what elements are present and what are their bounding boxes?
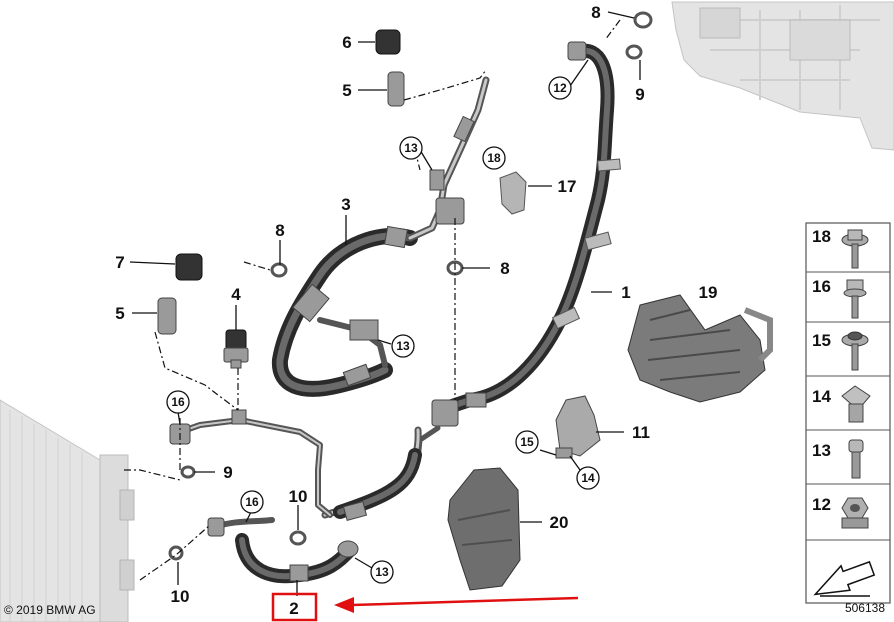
screw-icon [848, 439, 864, 479]
label-part-13-mid: 13 [391, 334, 415, 358]
seal-ring-8-mid[interactable] [270, 262, 288, 278]
label-part-11: 11 [632, 423, 650, 442]
label-part-8-top: 8 [591, 3, 600, 22]
condenser [0, 399, 135, 622]
thin-pipe [169, 409, 333, 518]
diagram-id: 506138 [845, 601, 885, 615]
label-part-18: 18 [482, 146, 506, 170]
insulation-part-19[interactable] [627, 294, 773, 403]
label-part-15: 15 [515, 430, 539, 454]
label-part-17: 17 [558, 177, 577, 196]
sidebar-item-16[interactable]: 16 [812, 277, 867, 319]
label-part-9-left: 9 [223, 463, 232, 482]
label-part-9-top: 9 [635, 85, 644, 104]
label-part-5-upper: 5 [342, 81, 351, 100]
svg-text:12: 12 [812, 495, 831, 514]
label-part-3: 3 [341, 195, 350, 214]
label-part-5-lower: 5 [115, 304, 124, 323]
svg-text:12: 12 [553, 81, 567, 95]
cap-part-7[interactable] [175, 253, 203, 281]
label-part-20: 20 [550, 513, 569, 532]
label-part-2: 2 [289, 599, 298, 618]
sidebar-item-12[interactable]: 12 [812, 495, 869, 529]
seal-ring-10-mid[interactable] [289, 530, 307, 546]
svg-text:13: 13 [812, 441, 831, 460]
svg-text:13: 13 [404, 141, 418, 155]
svg-text:13: 13 [396, 339, 410, 353]
svg-text:18: 18 [812, 227, 831, 246]
bolt-flange-icon [841, 229, 869, 269]
svg-text:16: 16 [171, 395, 185, 409]
fastener-sidebar: 18 16 15 14 [805, 222, 891, 604]
cover-part-20[interactable] [447, 467, 521, 591]
sidebar-item-14[interactable]: 14 [812, 385, 871, 423]
svg-text:16: 16 [245, 495, 259, 509]
seal-ring-9-top[interactable] [625, 44, 643, 60]
label-part-6: 6 [342, 33, 351, 52]
label-part-13-low: 13 [370, 560, 394, 584]
holder-part-11[interactable] [555, 395, 601, 459]
label-part-10-left: 10 [171, 587, 190, 606]
label-part-16-lower: 16 [240, 490, 264, 514]
hose-part-3[interactable] [271, 76, 490, 397]
arrow-icon[interactable] [809, 556, 876, 602]
sidebar-item-15[interactable]: 15 [812, 331, 869, 371]
label-part-7: 7 [115, 253, 124, 272]
pressure-sensor-part-4[interactable] [223, 329, 249, 369]
valve-part-5-upper[interactable] [387, 71, 405, 107]
label-part-19: 19 [699, 283, 718, 302]
svg-text:18: 18 [487, 151, 501, 165]
suction-hose-part-1[interactable] [415, 41, 621, 463]
sidebar-item-18[interactable]: 18 [812, 227, 869, 269]
label-part-12: 12 [548, 76, 572, 100]
seal-ring-10-left[interactable] [168, 545, 184, 561]
evaporator-housing [671, 1, 894, 151]
svg-text:15: 15 [520, 435, 534, 449]
red-arrow [334, 596, 579, 613]
label-part-1: 1 [621, 283, 630, 302]
label-part-8-right: 8 [500, 259, 509, 278]
svg-text:13: 13 [375, 565, 389, 579]
clip-nut-icon [841, 385, 871, 423]
svg-text:14: 14 [581, 471, 595, 485]
seal-ring-8-top[interactable] [633, 11, 653, 29]
label-part-16-upper: 16 [166, 390, 190, 414]
sidebar-item-13[interactable]: 13 [812, 439, 864, 479]
copyright-text: © 2019 BMW AG [4, 603, 96, 617]
label-part-13-top: 13 [399, 136, 423, 160]
seal-ring-9-left[interactable] [180, 465, 196, 479]
bolt-hex-icon [843, 279, 867, 319]
bracket-part-17[interactable] [499, 171, 527, 215]
label-part-10-mid: 10 [289, 487, 308, 506]
highlighted-part-2[interactable]: 2 [271, 592, 318, 622]
label-part-14: 14 [576, 466, 600, 490]
pressure-hose-part-2[interactable] [207, 426, 422, 584]
svg-text:15: 15 [812, 331, 831, 350]
label-part-4: 4 [231, 285, 241, 304]
svg-text:14: 14 [812, 387, 831, 406]
valve-part-5-lower[interactable] [157, 297, 177, 335]
screw-washer-icon [841, 331, 869, 371]
svg-text:16: 16 [812, 277, 831, 296]
cap-part-6[interactable] [375, 29, 401, 55]
hex-nut-icon [841, 497, 869, 529]
label-part-8-mid: 8 [275, 221, 284, 240]
